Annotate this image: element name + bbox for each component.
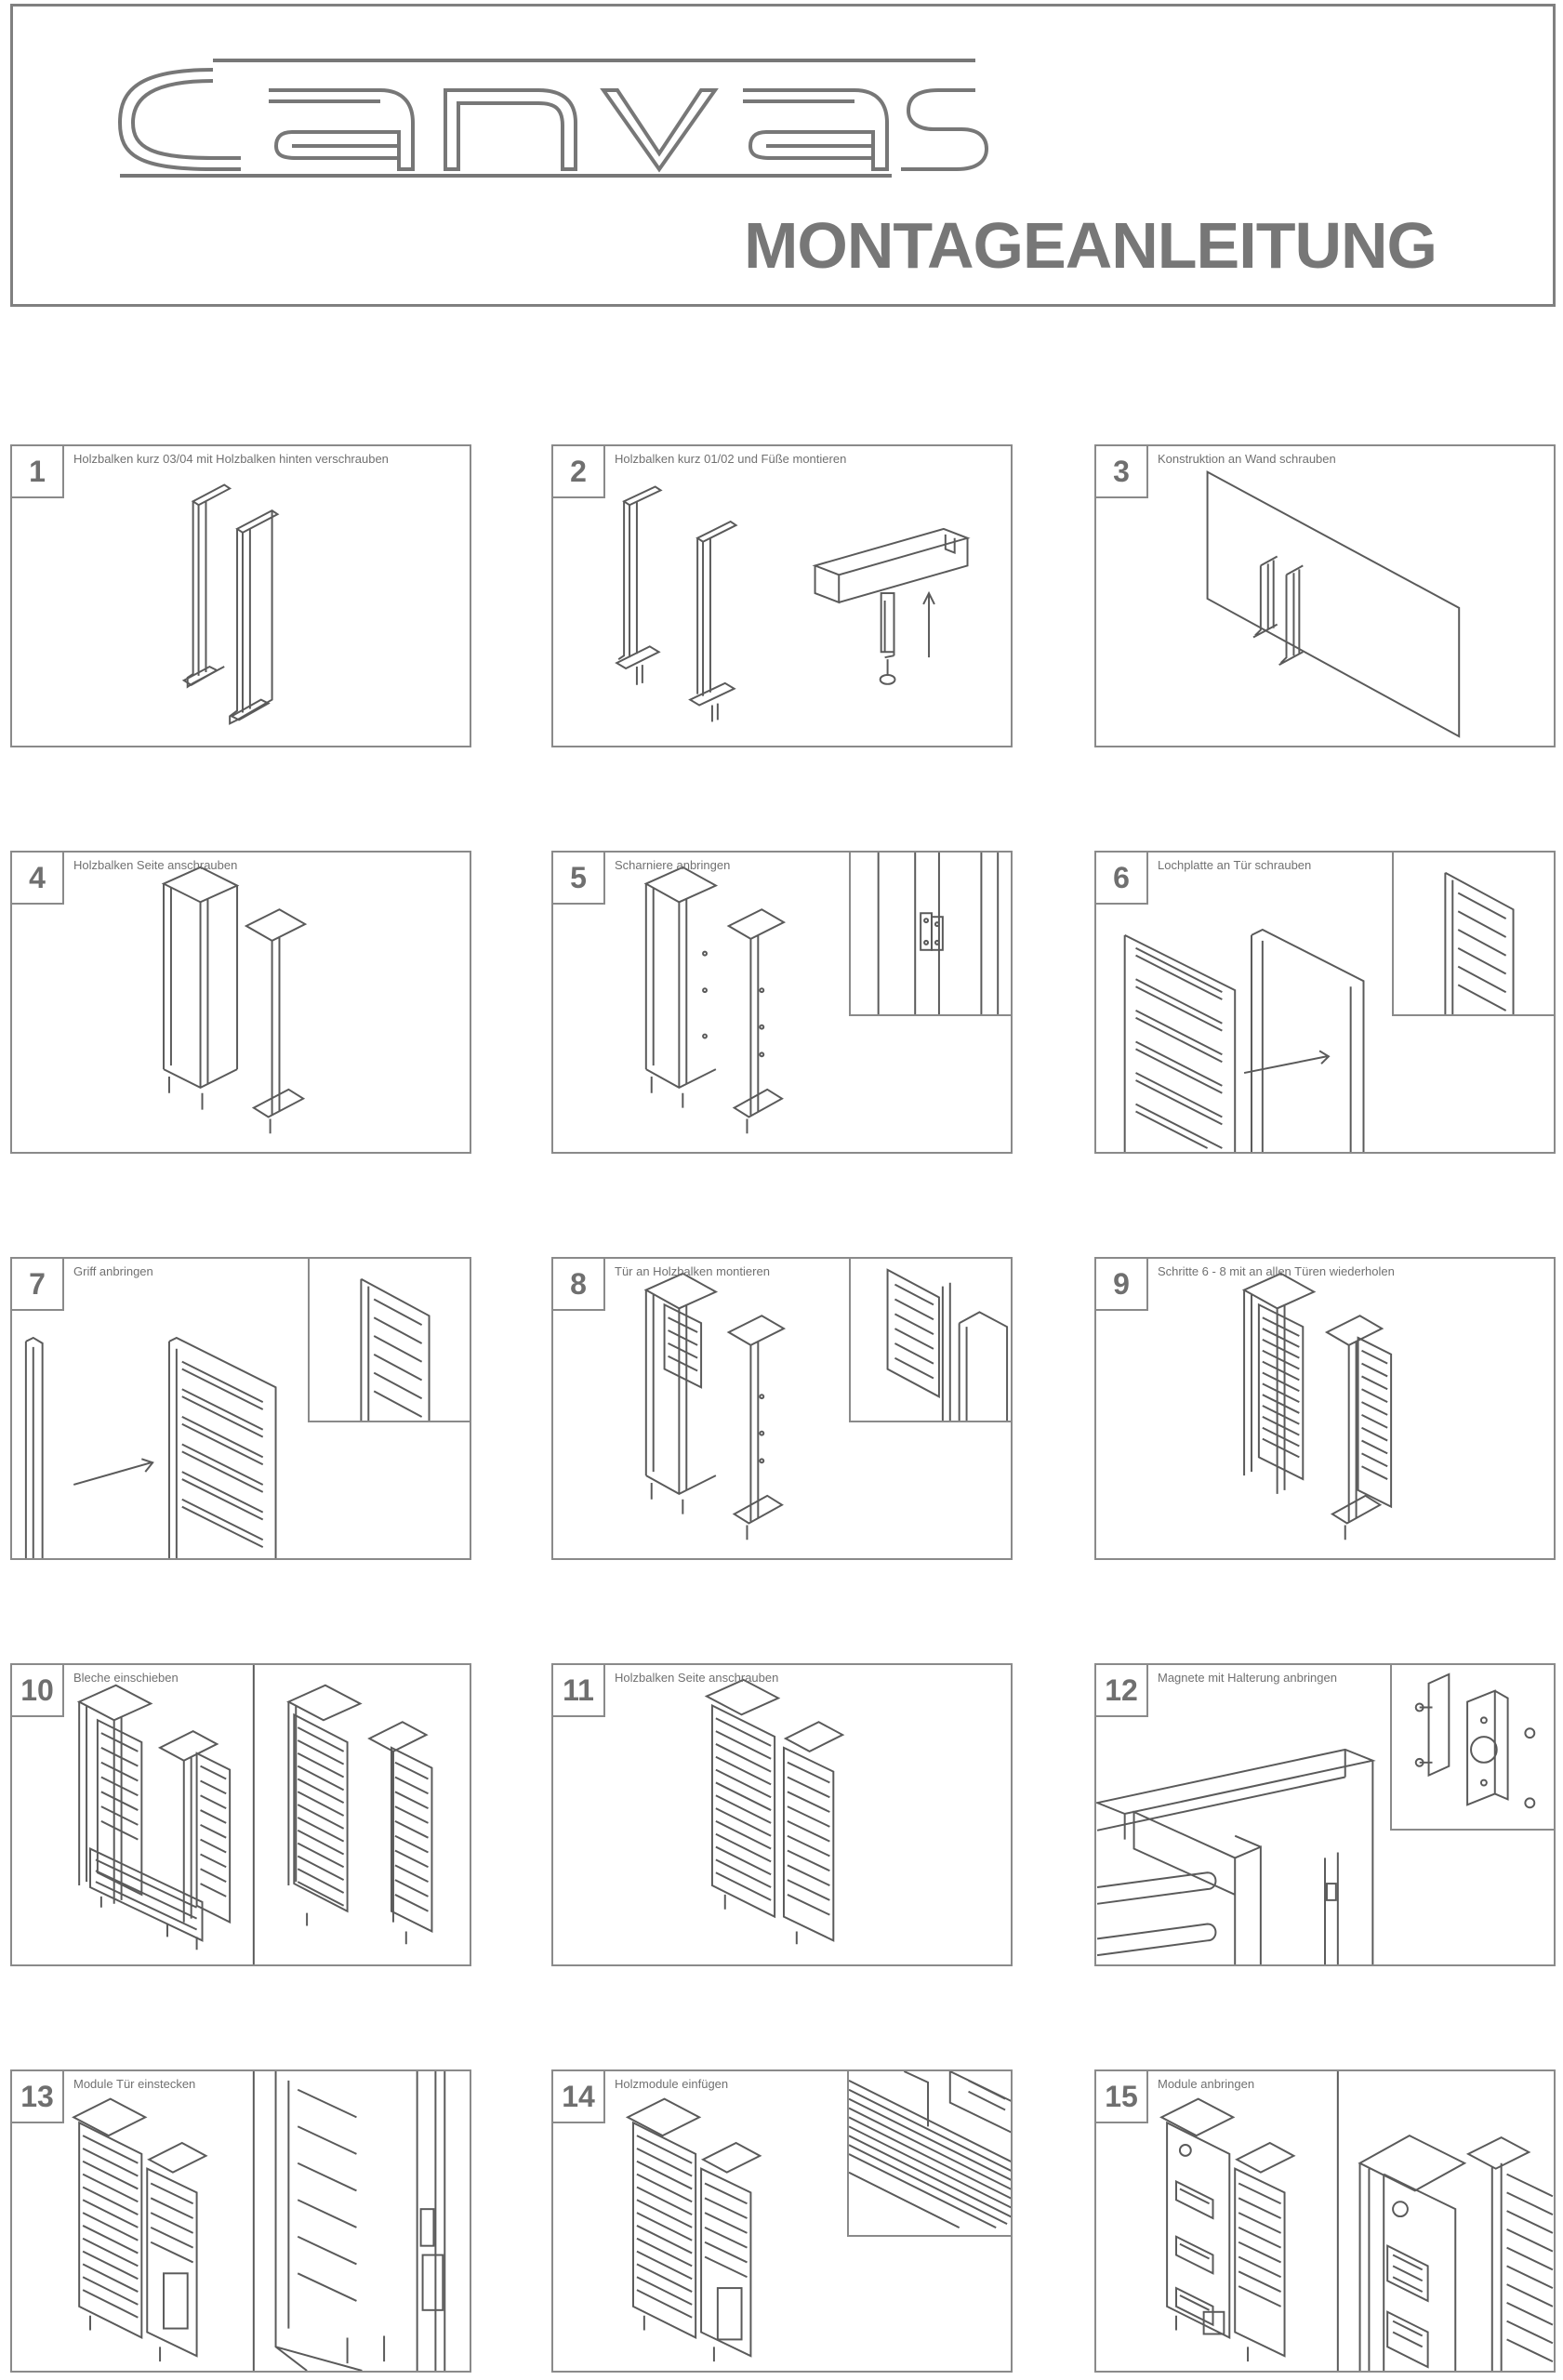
step-number: 15 — [1105, 2080, 1138, 2113]
step-number-badge: 6 — [1096, 853, 1148, 905]
step-caption: Schritte 6 - 8 mit an allen Türen wieder… — [1158, 1264, 1395, 1278]
step-number-badge: 15 — [1096, 2071, 1148, 2123]
beam-and-feet-illustration — [615, 485, 971, 722]
step-number: 1 — [29, 455, 46, 488]
handle-door-illustration — [24, 1336, 277, 1558]
door-hinge-detail-inset — [849, 1259, 1011, 1422]
canvas-logo — [101, 53, 994, 183]
step-number-badge: 11 — [553, 1665, 605, 1717]
step-number: 9 — [1113, 1267, 1130, 1301]
step-number: 3 — [1113, 455, 1130, 488]
step-number-badge: 4 — [12, 853, 64, 905]
step-number-badge: 1 — [12, 446, 64, 498]
document-title: MONTAGEANLEITUNG — [744, 209, 1437, 282]
step-13-panel: 13 Module Tür einstecken — [10, 2069, 471, 2373]
attach-modules-illustration — [1159, 2071, 1554, 2371]
step-4-panel: 4 Holzbalken Seite anschrauben — [10, 851, 471, 1154]
hinge-frame-illustration — [643, 866, 787, 1134]
step-2-panel: 2 Holzbalken kurz 01/02 und Füße montier… — [551, 444, 1013, 747]
wood-module-detail-inset — [847, 2071, 1011, 2237]
step-caption: Module anbringen — [1158, 2077, 1255, 2091]
step-caption: Griff anbringen — [73, 1264, 153, 1278]
magnet-bracket-illustration — [1096, 1748, 1376, 1964]
step-number-badge: 3 — [1096, 446, 1148, 498]
step-number: 7 — [29, 1267, 46, 1301]
step-number-badge: 14 — [553, 2071, 605, 2123]
repeat-doors-illustration — [1241, 1272, 1393, 1540]
step-14-panel: 14 Holzmodule einfügen — [551, 2069, 1013, 2373]
step-number-badge: 2 — [553, 446, 605, 498]
step-caption: Scharniere anbringen — [615, 858, 731, 872]
step-number: 14 — [562, 2080, 595, 2113]
perforated-plate-door-illustration — [1123, 928, 1365, 1152]
step-caption: Holzbalken kurz 01/02 und Füße montieren — [615, 452, 847, 466]
step-number-badge: 5 — [553, 853, 605, 905]
plate-detail-inset — [1392, 853, 1554, 1016]
step-caption: Magnete mit Halterung anbringen — [1158, 1671, 1337, 1685]
door-on-frame-illustration — [643, 1272, 787, 1540]
step-number-badge: 9 — [1096, 1259, 1148, 1311]
step-10-panel: 10 Bleche einschieben — [10, 1663, 471, 1966]
step-caption: Module Tür einstecken — [73, 2077, 196, 2091]
step-11-panel: 11 Holzbalken Seite anschrauben — [551, 1663, 1013, 1966]
step-7-panel: 7 Griff anbringen — [10, 1257, 471, 1560]
step-number: 13 — [20, 2080, 54, 2113]
step-caption: Tür an Holzbalken montieren — [615, 1264, 770, 1278]
step-number: 2 — [570, 455, 587, 488]
wall-mount-illustration — [1206, 470, 1461, 738]
handle-detail-inset — [308, 1259, 470, 1422]
step-caption: Holzmodule einfügen — [615, 2077, 729, 2091]
step-9-panel: 9 Schritte 6 - 8 mit an allen Türen wied… — [1094, 1257, 1556, 1560]
side-beam-full-illustration — [704, 1678, 845, 1945]
step-caption: Bleche einschieben — [73, 1671, 179, 1685]
step-caption: Holzbalken Seite anschrauben — [73, 858, 238, 872]
step-number: 4 — [29, 861, 46, 894]
step-number-badge: 10 — [12, 1665, 64, 1717]
step-number-badge: 12 — [1096, 1665, 1148, 1717]
step-number-badge: 8 — [553, 1259, 605, 1311]
step-number: 10 — [20, 1673, 54, 1707]
step-15-panel: 15 Module anbringen — [1094, 2069, 1556, 2373]
side-beam-illustration — [161, 866, 308, 1134]
step-3-panel: 3 Konstruktion an Wand schrauben — [1094, 444, 1556, 747]
step-number-badge: 7 — [12, 1259, 64, 1311]
magnet-detail-inset — [1390, 1665, 1554, 1831]
document-header: MONTAGEANLEITUNG — [10, 4, 1556, 307]
step-number: 11 — [563, 1673, 594, 1707]
step-caption: Konstruktion an Wand schrauben — [1158, 452, 1336, 466]
step-caption: Lochplatte an Tür schrauben — [1158, 858, 1312, 872]
insert-door-modules-illustration — [72, 2071, 446, 2371]
step-8-panel: 8 Tür an Holzbalken montieren — [551, 1257, 1013, 1560]
step-number: 12 — [1105, 1673, 1138, 1707]
hinge-detail-inset — [849, 853, 1011, 1016]
step-caption: Holzbalken Seite anschrauben — [615, 1671, 779, 1685]
step-caption: Holzbalken kurz 03/04 mit Holzbalken hin… — [73, 452, 389, 466]
step-1-panel: 1 Holzbalken kurz 03/04 mit Holzbalken h… — [10, 444, 471, 747]
step-6-panel: 6 Lochplatte an Tür schrauben — [1094, 851, 1556, 1154]
wood-modules-illustration — [625, 2097, 762, 2362]
step-12-panel: 12 Magnete mit Halterung anbringen — [1094, 1663, 1556, 1966]
step-number: 6 — [1113, 861, 1130, 894]
step-number: 5 — [570, 861, 587, 894]
step-number: 8 — [570, 1267, 587, 1301]
slide-sheets-illustration — [76, 1665, 433, 1964]
wood-beam-frame-illustration — [181, 483, 280, 725]
step-5-panel: 5 Scharniere anbringen — [551, 851, 1013, 1154]
step-number-badge: 13 — [12, 2071, 64, 2123]
